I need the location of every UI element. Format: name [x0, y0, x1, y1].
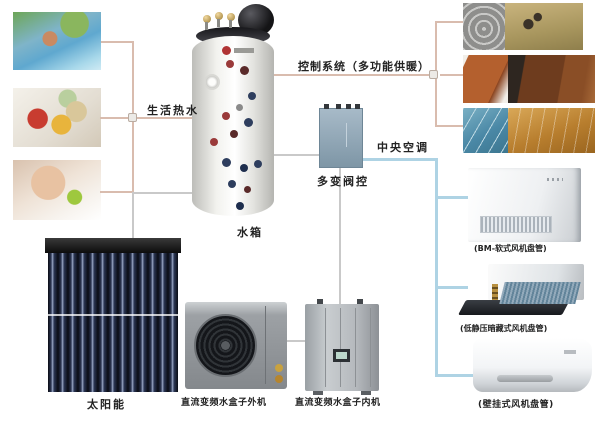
multi-valve-control-box: [319, 104, 363, 168]
carpet-floor-image: [505, 3, 583, 50]
tank-dot: [240, 66, 249, 75]
fancoil3-display: [564, 350, 576, 354]
tile-and-wood-flooring-photo: [463, 108, 595, 153]
floor-heating-pipes-photo: [463, 3, 583, 50]
pipe-outdoor-to-indoor: [287, 340, 305, 342]
valvebox-pin: [346, 104, 351, 109]
label-indoor-unit: 直流变频水盒子内机: [295, 398, 381, 408]
fancoil1-controls: [547, 178, 563, 181]
vegetable-washing-photo: [13, 88, 101, 147]
tank-valve-icon: [203, 15, 211, 30]
pipe-fitting-right: [429, 70, 438, 79]
label-multi-valve-control: 多变阀控: [317, 175, 369, 188]
valvebox-pin: [355, 104, 360, 109]
indoor-unit: [305, 299, 379, 395]
face-washing-photo: [13, 160, 101, 220]
fancoil1-grille: [480, 216, 552, 233]
floor-standing-fan-coil: [468, 168, 581, 242]
label-domestic-hot-water: 生活热水: [147, 104, 199, 117]
spa-bathtub-photo: [13, 12, 101, 70]
blue-tile-image: [463, 108, 508, 153]
fan-grille-icon: [194, 314, 257, 377]
valvebox-pin: [324, 104, 329, 109]
fancoil3-vent: [497, 375, 553, 382]
label-fan-coil-concealed: (低静压暗藏式风机盘管): [460, 324, 548, 333]
tank-valve-icon: [215, 12, 223, 27]
fancoil2-coil-fins: [499, 282, 581, 304]
indoor-foot: [361, 391, 371, 395]
tank-dot: [226, 60, 234, 68]
wood-flooring-photo: [463, 55, 595, 103]
pipe-fitting-left: [128, 113, 137, 122]
pipe-floor3-branch: [435, 125, 463, 127]
concealed-duct-fan-coil: [458, 262, 590, 318]
heating-pipe-spiral-image: [463, 3, 505, 50]
solar-header-bar: [45, 238, 181, 253]
label-solar: 太阳能: [87, 398, 126, 411]
pipe-ac-fancoil2: [438, 286, 468, 289]
valvebox-seam: [346, 123, 347, 147]
pipe-floor2-branch: [440, 74, 463, 76]
wood-plank-image: [463, 55, 508, 103]
pipe-ac-riser: [435, 158, 438, 377]
tank-dot: [210, 138, 218, 146]
pipe-ac-fancoil1: [438, 196, 468, 199]
indoor-top-fitting: [357, 299, 363, 304]
tank-dot: [222, 112, 230, 120]
tank-dot: [222, 158, 231, 167]
refrigerant-pipe-icon: [275, 364, 283, 372]
pipe-tank-to-solar-h: [132, 192, 194, 194]
indoor-display: [333, 349, 350, 362]
tank-dot: [240, 164, 248, 172]
pipe-ac-main: [363, 158, 438, 161]
label-outdoor-unit: 直流变频水盒子外机: [181, 398, 267, 408]
refrigerant-pipe-icon: [275, 375, 283, 383]
wall-mounted-fan-coil: [473, 338, 592, 392]
pipe-tank-to-heating: [273, 74, 435, 76]
pipe-spa-to-riser: [101, 41, 134, 43]
tank-dot: [230, 130, 238, 138]
pipe-floor1-branch: [435, 21, 463, 23]
label-water-tank: 水箱: [237, 226, 263, 239]
indoor-top-fitting: [317, 299, 323, 304]
tank-dot: [248, 92, 256, 100]
pipe-face-wash-branch: [100, 191, 134, 193]
solar-reflection: [48, 314, 178, 316]
label-fan-coil-floor: (BM-软式风机盘管): [474, 244, 547, 253]
golden-wood-image: [508, 108, 595, 153]
pipe-ac-fancoil3: [438, 374, 475, 377]
solar-collector: [45, 238, 181, 392]
indoor-panel-seams: [311, 308, 373, 387]
fan-hub: [221, 341, 230, 350]
solar-vacuum-tubes: [48, 253, 178, 392]
tank-dot: [236, 202, 244, 210]
pipe-tank-to-solar-v: [132, 192, 134, 239]
tank-dot: [228, 180, 236, 188]
tank-dot: [244, 186, 251, 193]
tank-side-port: [204, 74, 220, 90]
label-central-ac: 中央空调: [377, 141, 429, 154]
tank-valve-icon: [227, 13, 235, 28]
indoor-foot: [313, 391, 323, 395]
label-control-system: 控制系统（多功能供暖）: [298, 60, 430, 73]
tank-dot: [254, 160, 262, 168]
valvebox-pin: [336, 104, 341, 109]
tank-dot: [236, 104, 243, 111]
pipe-hot-water-main: [100, 117, 193, 119]
wood-room-image: [508, 55, 595, 103]
tank-brand-logo: [222, 46, 256, 56]
tank-dot: [244, 118, 253, 127]
pipe-tank-to-valvebox: [273, 154, 319, 156]
outdoor-unit: [185, 302, 287, 389]
label-fan-coil-wall: (壁挂式风机盘管): [478, 400, 554, 410]
outdoor-panel-seam: [265, 306, 266, 384]
pipe-valvebox-to-indoor: [339, 168, 341, 304]
fancoil2-pipes: [492, 284, 498, 300]
